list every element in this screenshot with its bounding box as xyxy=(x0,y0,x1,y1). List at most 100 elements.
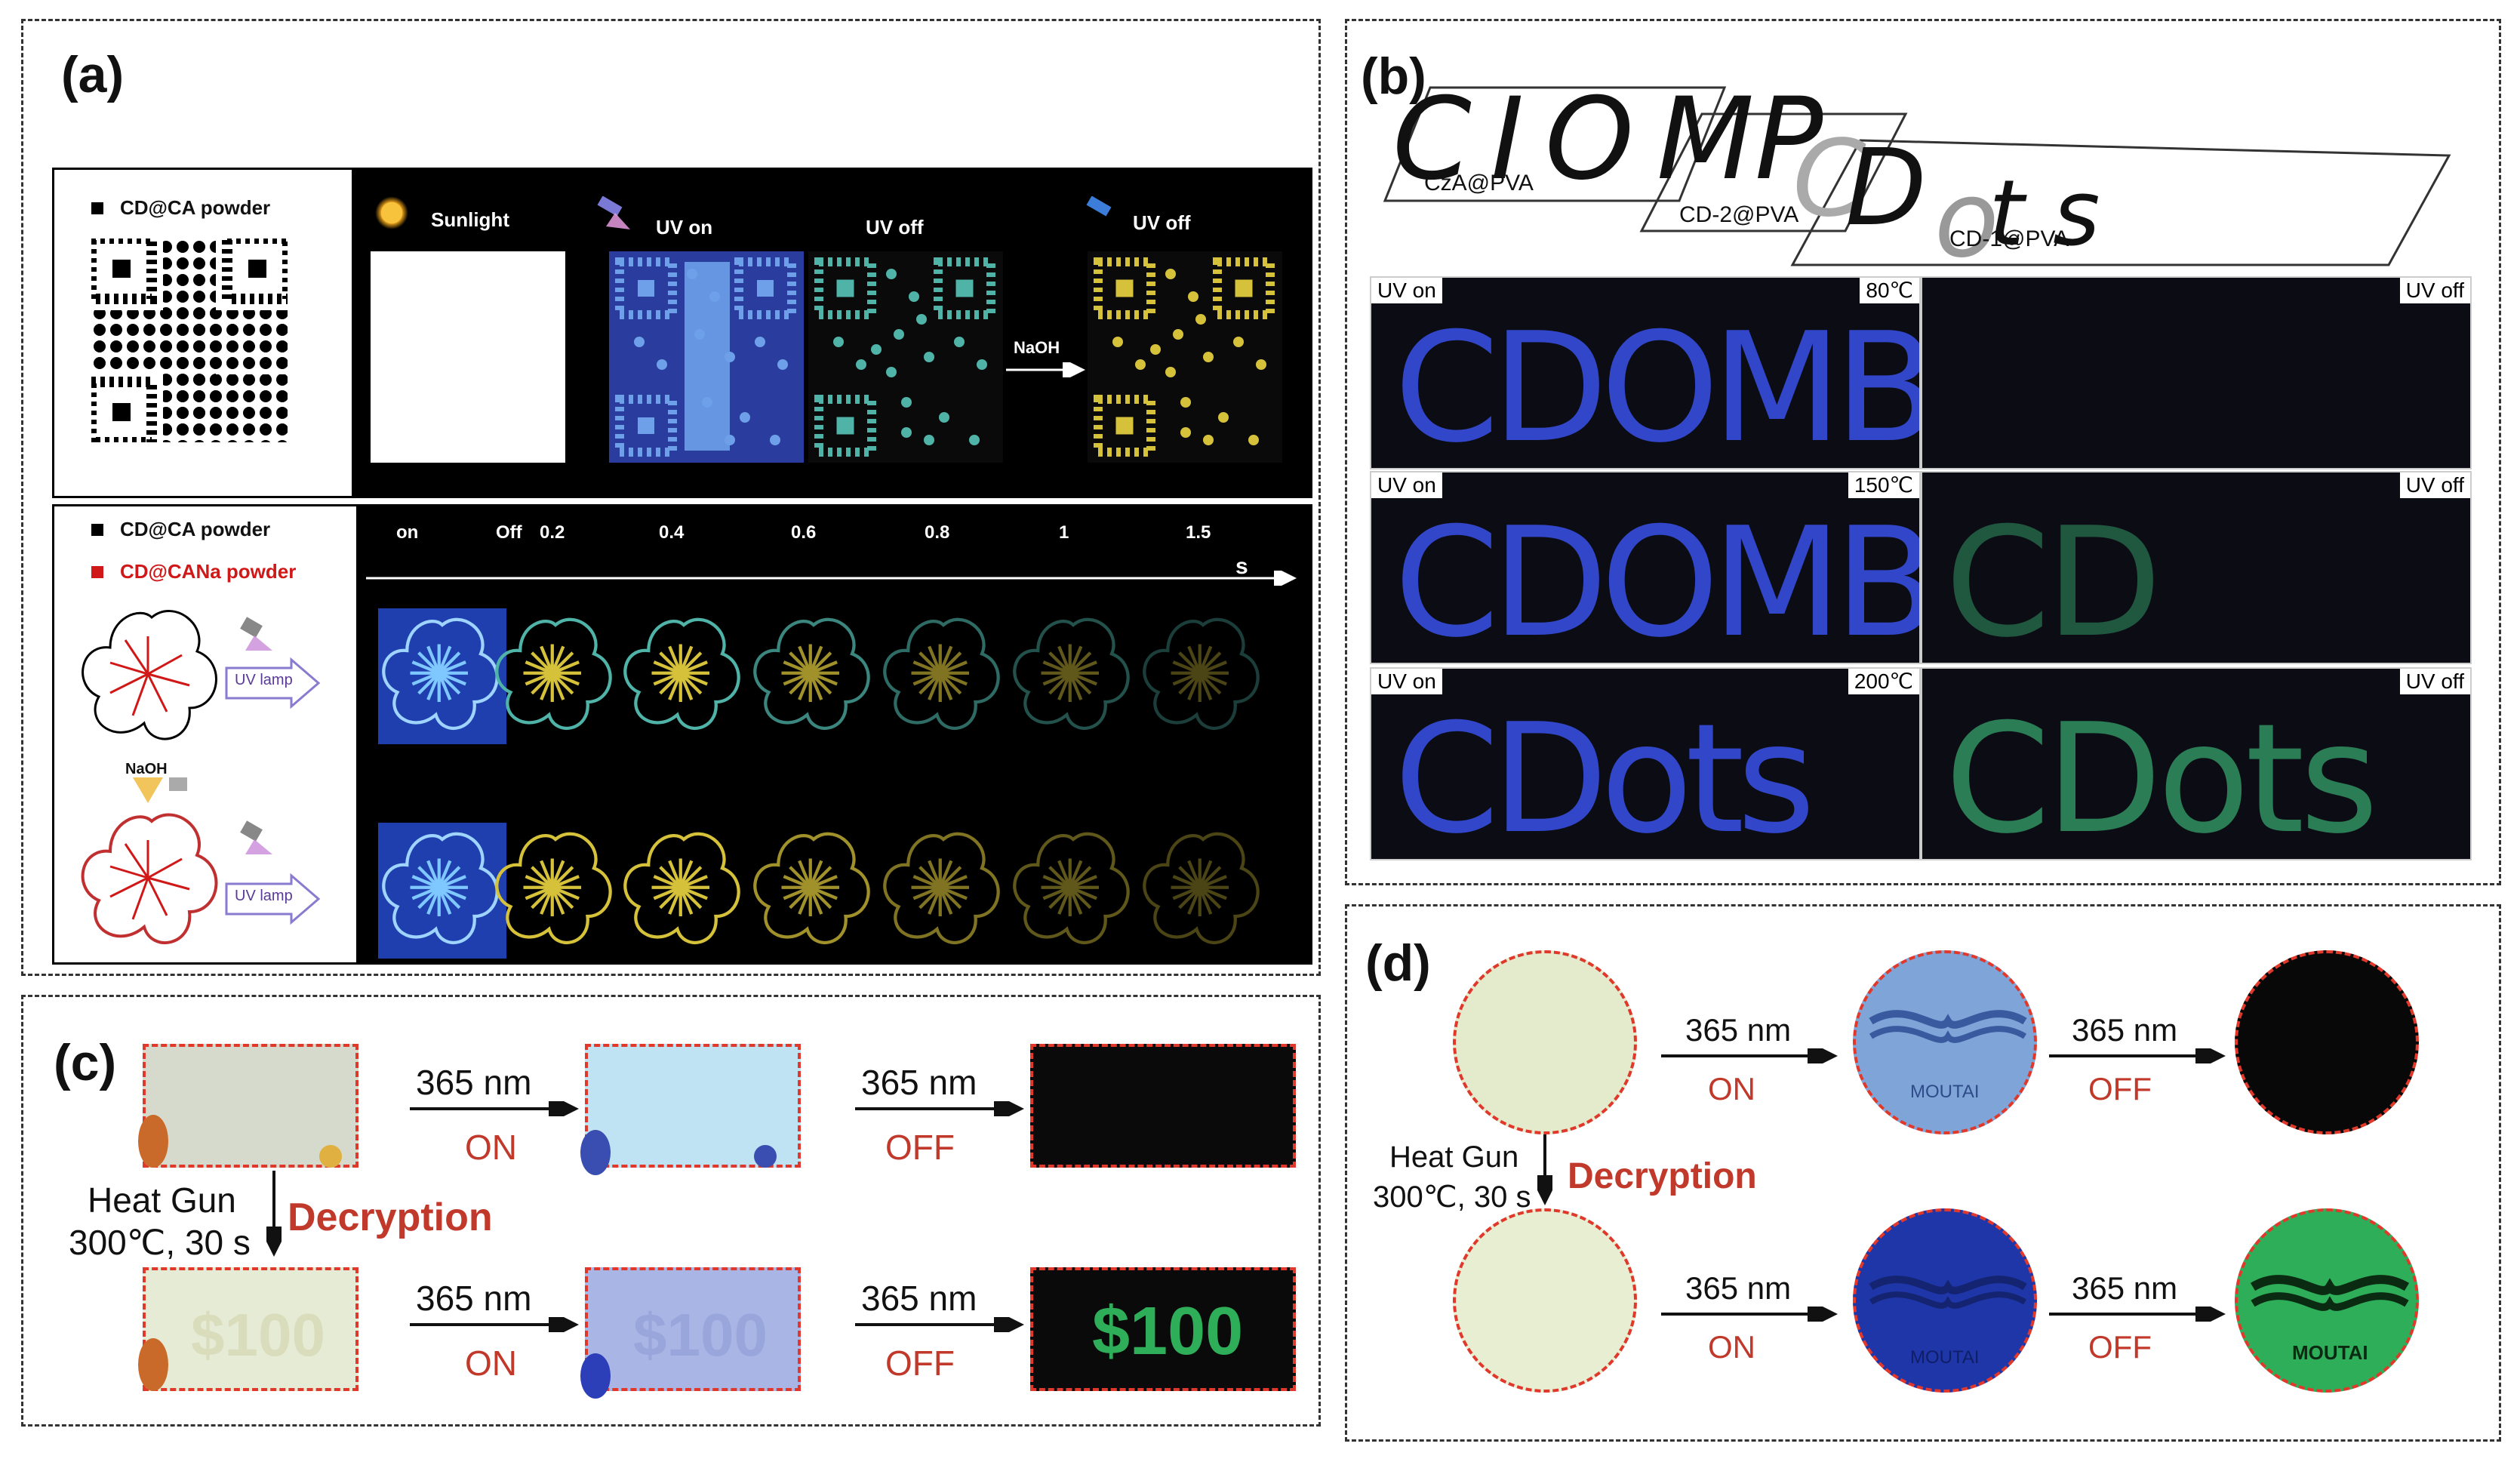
cdots-letter: o xyxy=(1934,159,1999,282)
uv-on-writing: CDots xyxy=(1394,691,1816,860)
banknote-heated-daylight: $100 xyxy=(138,1267,358,1391)
panel-c-label: (c) xyxy=(54,1034,117,1091)
flower-afterglow xyxy=(879,823,1008,959)
flower-afterglow xyxy=(1009,608,1137,744)
uv-lamp-label-1: UV lamp xyxy=(235,672,293,688)
time-label: on xyxy=(396,522,419,543)
sun-icon xyxy=(375,196,408,229)
naoh-arrow-top xyxy=(1006,362,1085,377)
material-label-cza: CzA@PVA xyxy=(1424,171,1534,195)
d-arrow-down xyxy=(1537,1134,1552,1205)
cdots-letter: O xyxy=(1545,74,1635,205)
d-brand-2: MOUTAI xyxy=(1910,1347,1980,1368)
uv-off-writing: CD xyxy=(1945,495,2162,664)
temperature-tag: 80℃ xyxy=(1860,278,1919,303)
d-decryption: Decryption xyxy=(1568,1156,1757,1196)
cdots-letter: M xyxy=(1657,74,1755,205)
flower-afterglow xyxy=(879,608,1008,744)
d-arrow-3 xyxy=(1661,1307,1838,1322)
d-on-1: ON xyxy=(1708,1071,1755,1107)
cdots-letter: C xyxy=(1392,74,1472,205)
flower-afterglow xyxy=(1139,823,1267,959)
c-wavelength-3: 365 nm xyxy=(416,1279,532,1318)
time-label: 0.2 xyxy=(540,522,565,543)
label-heated-uv-off: MOUTAI xyxy=(2235,1208,2419,1393)
flower-afterglow xyxy=(491,608,620,744)
banknote-heated-uv-off: $100 xyxy=(1030,1267,1296,1391)
qr-sunlight-blank xyxy=(371,251,565,463)
uv-lamp-label-2: UV lamp xyxy=(235,888,293,904)
c-decryption: Decryption xyxy=(288,1196,493,1239)
d-brand-1: MOUTAI xyxy=(1910,1082,1980,1102)
time-unit: s xyxy=(1235,554,1248,579)
panel-d: (d) 365 nm ON MOUTAI 365 nm OFF Heat Gun… xyxy=(1345,904,2501,1442)
c-arrow-1 xyxy=(410,1101,579,1116)
panel-a-label: (a) xyxy=(61,46,125,103)
flower-afterglow xyxy=(620,823,748,959)
label-heated-daylight xyxy=(1453,1208,1637,1393)
d-heat-line1: Heat Gun xyxy=(1389,1140,1519,1174)
c-wavelength-4: 365 nm xyxy=(861,1279,977,1318)
label-daylight xyxy=(1453,950,1637,1134)
d-arrow-2 xyxy=(2049,1048,2226,1063)
qr-code-black xyxy=(91,239,288,442)
naoh-label-bottom: NaOH xyxy=(125,761,168,777)
banknote-uv-off xyxy=(1030,1044,1296,1168)
cdots-letter: s xyxy=(2053,162,2100,266)
cdots-letter: C xyxy=(1792,118,1866,241)
flower-afterglow xyxy=(1139,608,1267,744)
d-off-2: OFF xyxy=(2088,1329,2152,1365)
label-uv-on: MOUTAI xyxy=(1853,950,2037,1134)
time-label: 0.4 xyxy=(659,522,685,543)
qr-uv-on xyxy=(609,251,804,463)
material-parallelograms xyxy=(1383,86,2451,266)
flower-afterglow xyxy=(1009,823,1137,959)
flower-schematic-ca xyxy=(82,610,217,740)
c-arrow-3 xyxy=(410,1317,579,1332)
legend-label-ca: CD@CA powder xyxy=(120,518,271,540)
uv-on-tag: UV on xyxy=(1371,472,1442,498)
uv-off-tag: UV off xyxy=(2399,278,2470,303)
banknote-daylight xyxy=(138,1044,358,1168)
c-hidden-uv: $100 xyxy=(633,1301,768,1368)
uv-lamp-arrow-2 xyxy=(225,873,321,925)
c-off-2: OFF xyxy=(885,1344,955,1383)
naoh-label-top: NaOH xyxy=(1014,338,1060,357)
uv-lamp-icon xyxy=(240,617,272,651)
uv-off-label-1: UV off xyxy=(866,216,924,239)
time-label: 1.5 xyxy=(1186,522,1211,543)
legend-square-black xyxy=(91,524,103,536)
sunlight-label: Sunlight xyxy=(431,208,509,231)
flower-uv-on xyxy=(378,823,506,959)
c-heat-line1: Heat Gun xyxy=(88,1180,236,1220)
d-wavelength-3: 365 nm xyxy=(1685,1270,1792,1306)
flower-afterglow xyxy=(620,608,748,744)
d-arrow-1 xyxy=(1661,1048,1838,1063)
c-heat-line2: 300℃, 30 s xyxy=(69,1223,251,1262)
uv-off-tag: UV off xyxy=(2399,472,2470,498)
label-heated-uv-on: MOUTAI xyxy=(1853,1208,2037,1393)
uv-off-cell: UV off xyxy=(1921,276,2472,469)
material-label-cd1: CD-1@PVA xyxy=(1949,226,2069,251)
uv-lamp-icon xyxy=(597,196,630,229)
qr-uv-off-teal xyxy=(808,251,1003,463)
flower-schematic-cana xyxy=(81,813,218,945)
c-off-1: OFF xyxy=(885,1128,955,1167)
c-wavelength-1: 365 nm xyxy=(416,1063,532,1102)
time-label: Off xyxy=(496,522,522,543)
uv-lamp-icon xyxy=(1086,196,1112,217)
d-wavelength-2: 365 nm xyxy=(2072,1012,2178,1048)
uv-on-writing: CDOMB xyxy=(1394,495,1921,664)
d-wavelength-4: 365 nm xyxy=(2072,1270,2178,1306)
c-hidden-faint: $100 xyxy=(191,1301,325,1368)
c-arrow-2 xyxy=(855,1101,1024,1116)
time-arrow xyxy=(366,571,1297,586)
panel-a: (a) CD@CA powder Sunlight UV on xyxy=(21,19,1321,976)
c-arrow-4 xyxy=(855,1317,1024,1332)
uv-off-writing: CDots xyxy=(1945,691,2379,860)
legend-label-cana: CD@CANa powder xyxy=(120,560,297,583)
c-on-2: ON xyxy=(465,1344,517,1383)
